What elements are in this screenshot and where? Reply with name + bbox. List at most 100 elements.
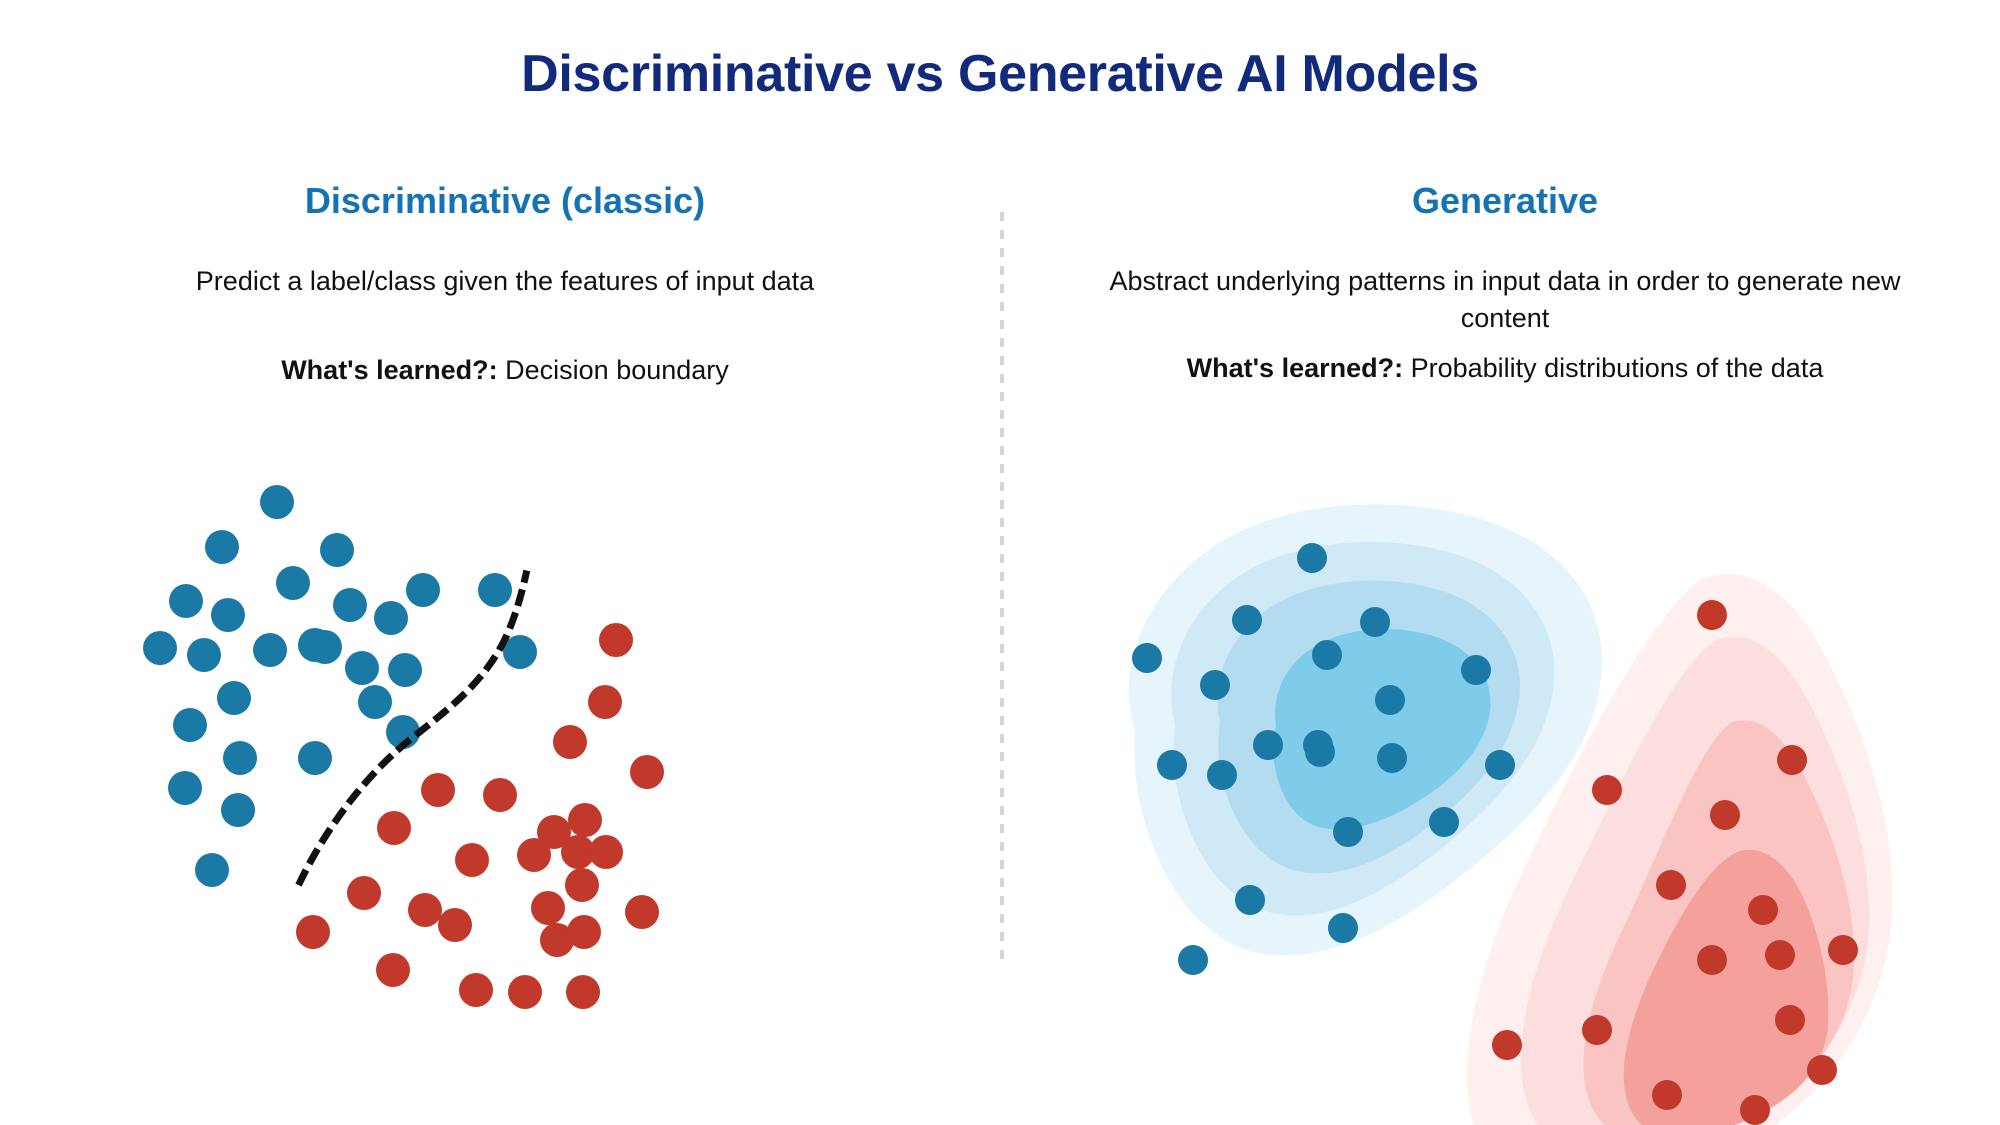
scatter-point-class-a — [169, 584, 203, 618]
density-point-class-b — [1775, 1005, 1805, 1035]
scatter-point-class-a — [195, 853, 229, 887]
scatter-point-class-a — [223, 741, 257, 775]
scatter-point-class-a — [388, 653, 422, 687]
scatter-point-class-b — [589, 835, 623, 869]
density-point-class-a — [1377, 743, 1407, 773]
scatter-point-class-b — [567, 915, 601, 949]
density-point-class-a — [1429, 807, 1459, 837]
scatter-point-class-b — [565, 868, 599, 902]
scatter-point-class-b — [376, 953, 410, 987]
scatter-point-class-b — [377, 811, 411, 845]
scatter-point-class-a — [406, 573, 440, 607]
density-plot-svg — [1128, 504, 1893, 1125]
density-point-class-a — [1375, 685, 1405, 715]
decision-boundary-line — [295, 569, 531, 887]
density-class-a-points — [1132, 543, 1515, 975]
density-point-class-a — [1305, 737, 1335, 767]
density-point-class-a — [1157, 750, 1187, 780]
density-point-class-a — [1461, 655, 1491, 685]
density-point-class-b — [1807, 1055, 1837, 1085]
scatter-point-class-a — [253, 633, 287, 667]
scatter-point-class-b — [438, 908, 472, 942]
scatter-point-class-a — [374, 601, 408, 635]
scatter-point-class-b — [508, 975, 542, 1009]
column-divider — [1000, 212, 1004, 962]
density-class-b-points — [1492, 600, 1858, 1125]
scatter-point-class-a — [386, 715, 420, 749]
density-point-class-a — [1132, 643, 1162, 673]
density-point-class-b — [1710, 800, 1740, 830]
scatter-point-class-a — [345, 651, 379, 685]
density-point-class-a — [1232, 605, 1262, 635]
density-point-class-a — [1200, 670, 1230, 700]
blue-contour-level-4 — [1272, 628, 1491, 830]
scatter-point-class-b — [568, 803, 602, 837]
scatter-point-class-a — [358, 685, 392, 719]
density-point-class-a — [1297, 543, 1327, 573]
scatter-point-class-b — [296, 915, 330, 949]
scatter-point-class-a — [503, 635, 537, 669]
discriminative-description: Predict a label/class given the features… — [195, 266, 815, 297]
density-point-class-b — [1582, 1015, 1612, 1045]
scatter-point-class-a — [217, 681, 251, 715]
scatter-point-class-b — [421, 773, 455, 807]
scatter-point-class-a — [221, 793, 255, 827]
scatter-point-class-b — [347, 876, 381, 910]
scatter-point-class-a — [205, 530, 239, 564]
discriminative-learned-value: Decision boundary — [497, 354, 729, 385]
red-contour-level-4 — [1623, 849, 1829, 1125]
scatter-point-class-b — [459, 973, 493, 1007]
scatter-point-class-a — [320, 533, 354, 567]
density-point-class-b — [1656, 870, 1686, 900]
scatter-point-class-b — [483, 778, 517, 812]
generative-description: Abstract underlying patterns in input da… — [1109, 266, 1901, 333]
scatter-point-class-b — [540, 923, 574, 957]
density-point-class-a — [1328, 913, 1358, 943]
density-point-class-a — [1485, 750, 1515, 780]
scatter-point-class-a — [308, 630, 342, 664]
discriminative-learned-label: What's learned?: — [281, 354, 498, 385]
scatter-point-class-a — [298, 741, 332, 775]
density-point-class-b — [1592, 775, 1622, 805]
scatter-point-class-b — [588, 685, 622, 719]
scatter-point-class-a — [260, 485, 294, 519]
generative-column: Generative Abstract underlying patterns … — [1055, 180, 1955, 387]
density-point-class-b — [1765, 940, 1795, 970]
scatter-point-class-b — [553, 725, 587, 759]
discriminative-scatter-figure — [143, 470, 850, 1009]
density-point-class-b — [1697, 945, 1727, 975]
page-title: Discriminative vs Generative AI Models — [521, 45, 1479, 103]
scatter-point-class-b — [599, 623, 633, 657]
generative-learned-line: What's learned?: Probability distributio… — [1055, 350, 1955, 386]
density-point-class-a — [1178, 945, 1208, 975]
discriminative-heading: Discriminative (classic) — [304, 180, 706, 221]
generative-learned-label: What's learned?: — [1186, 353, 1404, 384]
scatter-point-class-b — [531, 891, 565, 925]
discriminative-column: Discriminative (classic) Predict a label… — [60, 180, 950, 388]
discriminative-learned-line: What's learned?: Decision boundary — [60, 352, 950, 388]
scatter-point-class-a — [173, 708, 207, 742]
density-point-class-a — [1312, 640, 1342, 670]
scatter-point-class-a — [187, 638, 221, 672]
scatter-class-a-points — [143, 485, 537, 887]
scatter-point-class-a — [276, 566, 310, 600]
scatter-point-class-b — [625, 895, 659, 929]
scatter-point-class-a — [333, 588, 367, 622]
density-point-class-b — [1748, 895, 1778, 925]
density-point-class-b — [1492, 1030, 1522, 1060]
scatter-point-class-b — [517, 838, 551, 872]
scatter-point-class-b — [537, 815, 571, 849]
scatter-point-class-a — [478, 573, 512, 607]
density-point-class-a — [1207, 760, 1237, 790]
density-point-class-b — [1777, 745, 1807, 775]
density-point-class-a — [1235, 885, 1265, 915]
density-point-class-a — [1253, 730, 1283, 760]
density-point-class-b — [1828, 935, 1858, 965]
density-point-class-b — [1652, 1080, 1682, 1110]
scatter-point-class-b — [408, 893, 442, 927]
density-point-class-a — [1333, 817, 1363, 847]
density-point-class-a — [1360, 607, 1390, 637]
generative-learned-value: Probability distributions of the data — [1403, 353, 1824, 384]
scatter-point-class-a — [143, 631, 177, 665]
